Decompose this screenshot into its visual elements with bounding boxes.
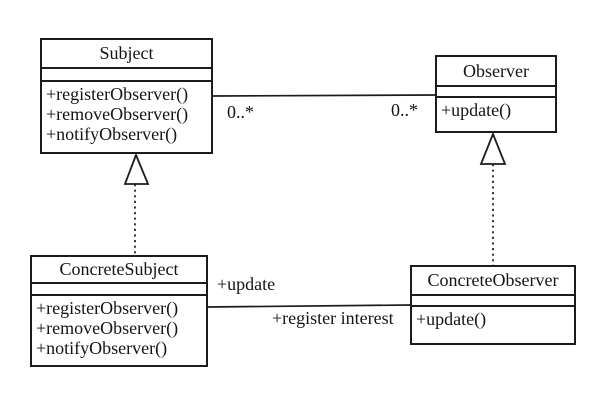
class-methods-compartment: +update() (437, 98, 555, 131)
method-label: +registerObserver() (36, 298, 179, 318)
class-title: ConcreteSubject (32, 257, 206, 284)
method-label: +notifyObserver() (36, 338, 168, 358)
class-methods-compartment: +update() (412, 307, 574, 343)
class-title: Observer (437, 57, 555, 87)
class-attributes-compartment (412, 296, 574, 307)
class-box-subject: Subject +registerObserver() +removeObser… (40, 38, 213, 154)
class-attributes-compartment (42, 69, 211, 82)
association-concretesubject-concreteobserver (207, 304, 411, 308)
class-methods-compartment: +registerObserver() +removeObserver() +n… (42, 82, 211, 152)
method-label: +update() (441, 100, 512, 120)
method-label: +update() (416, 309, 487, 329)
method-label: +removeObserver() (46, 104, 189, 124)
class-box-observer: Observer +update() (435, 55, 557, 133)
method-label: +notifyObserver() (46, 124, 178, 144)
class-attributes-compartment (32, 284, 206, 296)
method-label: +registerObserver() (46, 84, 189, 104)
association-subject-observer (212, 94, 436, 97)
association-label-register-interest: +register interest (272, 308, 394, 328)
method-label: +removeObserver() (36, 318, 179, 338)
hollow-triangle-icon (123, 152, 150, 185)
association-label-update: +update (217, 274, 276, 294)
class-title: Subject (42, 40, 211, 69)
class-box-concrete-observer: ConcreteObserver +update() (410, 265, 576, 345)
hollow-triangle-icon (479, 131, 507, 165)
class-attributes-compartment (437, 87, 555, 98)
class-methods-compartment: +registerObserver() +removeObserver() +n… (32, 296, 206, 365)
class-box-concrete-subject: ConcreteSubject +registerObserver() +rem… (30, 255, 208, 367)
class-title: ConcreteObserver (412, 267, 574, 296)
multiplicity-label: 0..* (391, 100, 418, 120)
multiplicity-label: 0..* (227, 102, 254, 122)
